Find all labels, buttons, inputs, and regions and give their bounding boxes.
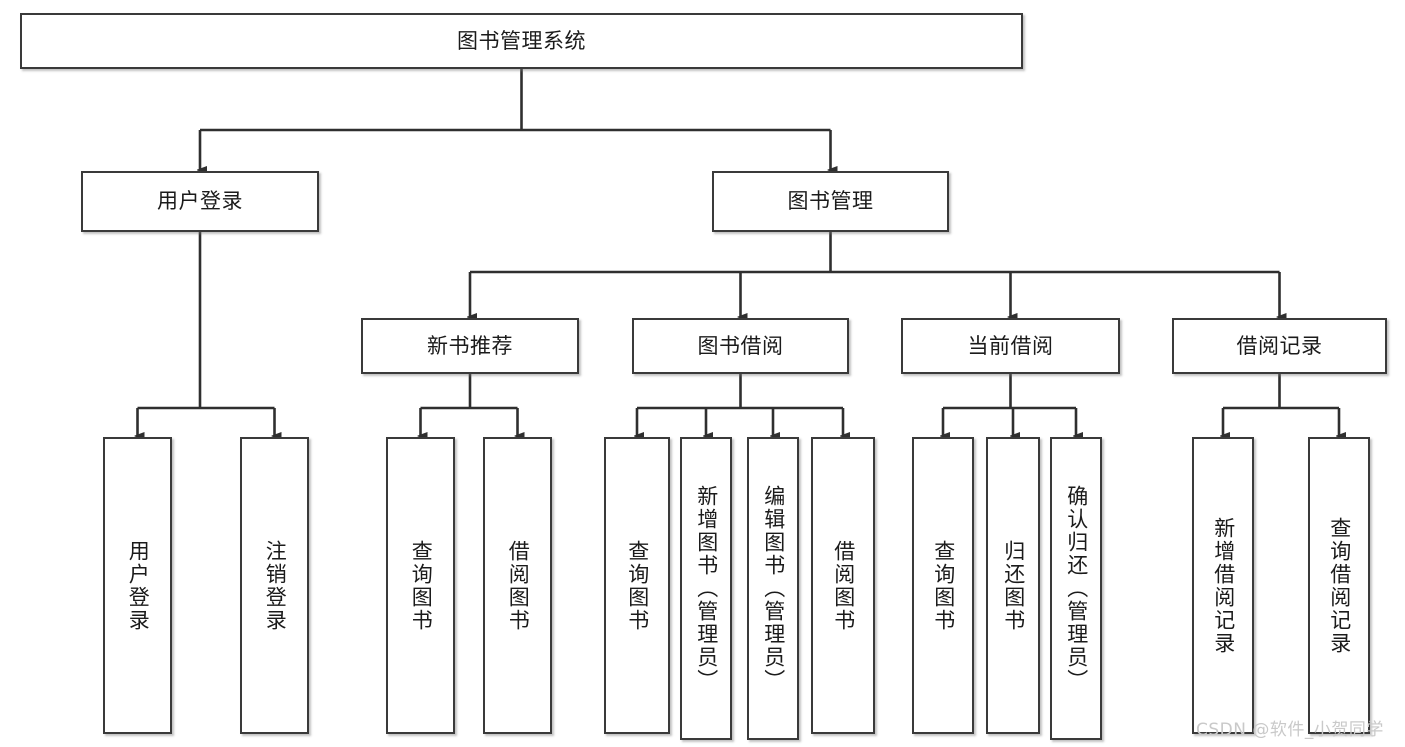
csdn-watermark: CSDN @软件_小贺同学 [1196,720,1384,740]
node-current-confirm-return: 确认归还（管理员） [1050,437,1102,740]
node-label-user-login-do: 用户登录 [126,539,151,632]
node-label-book-management: 图书管理 [787,189,874,214]
node-label-recommend-query-book: 查询图书 [409,539,434,632]
node-borrow-add-book: 新增图书（管理员） [680,437,732,740]
node-label-user-logout: 注销登录 [263,539,288,632]
node-user-logout: 注销登录 [240,437,309,734]
node-label-record-add: 新增借阅记录 [1211,516,1236,655]
node-borrow-edit-book: 编辑图书（管理员） [747,437,799,740]
node-current-return-book: 归还图书 [986,437,1040,734]
node-label-current-return-book: 归还图书 [1001,539,1026,632]
node-record-query: 查询借阅记录 [1308,437,1370,734]
node-borrow-borrow-book: 借阅图书 [811,437,875,734]
node-recommend-borrow-book: 借阅图书 [483,437,552,734]
node-user-login: 用户登录 [81,171,319,232]
node-label-borrow-edit-book: 编辑图书（管理员） [761,485,786,692]
node-label-current-query-book: 查询图书 [931,539,956,632]
node-new-book-recommend: 新书推荐 [361,318,579,374]
node-label-root: 图书管理系统 [457,28,586,53]
node-label-borrow-record: 借阅记录 [1236,333,1323,358]
node-label-new-book-recommend: 新书推荐 [427,333,513,358]
node-label-current-confirm-return: 确认归还（管理员） [1064,485,1089,692]
node-label-record-query: 查询借阅记录 [1327,516,1352,655]
node-current-borrow: 当前借阅 [901,318,1120,374]
node-root: 图书管理系统 [20,13,1023,69]
node-label-book-borrow: 图书借阅 [697,333,784,358]
node-label-current-borrow: 当前借阅 [967,333,1054,358]
node-user-login-do: 用户登录 [103,437,172,734]
node-record-add: 新增借阅记录 [1192,437,1254,734]
node-label-borrow-borrow-book: 借阅图书 [831,539,856,632]
node-label-borrow-query-book: 查询图书 [625,539,650,632]
node-book-management: 图书管理 [712,171,949,232]
node-borrow-record: 借阅记录 [1172,318,1387,374]
node-recommend-query-book: 查询图书 [386,437,455,734]
node-label-borrow-add-book: 新增图书（管理员） [694,485,719,692]
node-current-query-book: 查询图书 [912,437,974,734]
node-label-user-login: 用户登录 [157,189,243,214]
node-label-recommend-borrow-book: 借阅图书 [506,539,531,632]
node-borrow-query-book: 查询图书 [604,437,670,734]
node-book-borrow: 图书借阅 [632,318,849,374]
